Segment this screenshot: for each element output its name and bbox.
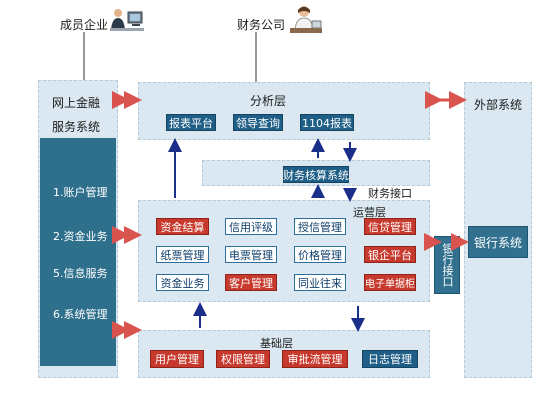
approval-flow-box[interactable]: 审批流管理	[282, 350, 348, 368]
base-layer-title: 基础层	[260, 337, 293, 350]
person-at-computer-icon	[108, 6, 146, 32]
interbank-box[interactable]: 同业往来	[294, 274, 346, 291]
online-finance-title-line2: 服务系统	[52, 120, 101, 134]
member-company-label: 成员企业	[60, 18, 109, 32]
online-finance-menu	[40, 138, 116, 366]
report-platform-box[interactable]: 报表平台	[166, 114, 216, 131]
customer-management-box[interactable]: 客户管理	[225, 274, 277, 291]
loan-management-box[interactable]: 信贷管理	[364, 218, 416, 235]
bank-interface-box[interactable]: 银行接口	[434, 236, 460, 294]
leader-query-box[interactable]: 领导查询	[233, 114, 283, 131]
accounting-system-box[interactable]: 财务核算系统	[283, 166, 349, 183]
menu-item-funds[interactable]: 2.资金业务	[53, 230, 108, 243]
e-bill-box[interactable]: 电票管理	[225, 246, 277, 263]
report-1104-box[interactable]: 1104报表	[300, 114, 354, 131]
permission-management-box[interactable]: 权限管理	[216, 350, 270, 368]
credit-granting-box[interactable]: 授信管理	[294, 218, 346, 235]
menu-item-account[interactable]: 1.账户管理	[53, 186, 108, 199]
analysis-layer-panel	[138, 82, 430, 140]
fund-settlement-box[interactable]: 资金结算	[156, 218, 209, 235]
e-document-cabinet-box[interactable]: 电子单据柜	[364, 274, 416, 291]
finance-company-label: 财务公司	[237, 18, 286, 32]
online-finance-title-line1: 网上金融	[52, 96, 101, 110]
user-management-box[interactable]: 用户管理	[150, 350, 204, 368]
person-at-desk-icon	[288, 4, 324, 34]
operation-layer-title: 运营层	[353, 206, 386, 219]
fund-business-box[interactable]: 资金业务	[156, 274, 209, 291]
log-management-box[interactable]: 日志管理	[362, 350, 418, 368]
credit-rating-box[interactable]: 信用评级	[225, 218, 277, 235]
price-management-box[interactable]: 价格管理	[294, 246, 346, 263]
finance-interface-label: 财务接口	[368, 187, 412, 200]
analysis-layer-title: 分析层	[250, 94, 287, 108]
external-systems-title: 外部系统	[474, 98, 523, 112]
bank-system-box[interactable]: 银行系统	[468, 226, 528, 258]
bank-enterprise-box[interactable]: 银企平台	[364, 246, 416, 263]
menu-item-information[interactable]: 5.信息服务	[53, 267, 108, 280]
paper-bill-box[interactable]: 纸票管理	[156, 246, 209, 263]
menu-item-system[interactable]: 6.系统管理	[53, 308, 108, 321]
